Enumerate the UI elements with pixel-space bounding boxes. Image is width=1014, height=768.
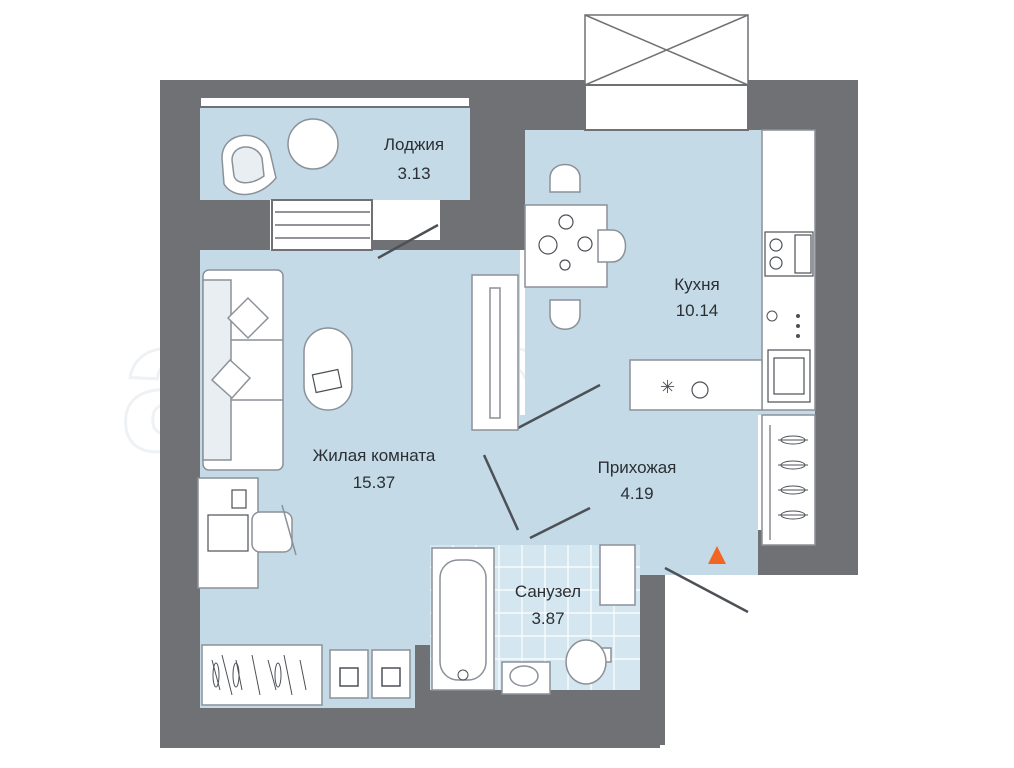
loggia-window — [199, 96, 471, 108]
loggia-name: Лоджия — [384, 135, 444, 154]
living-name: Жилая комната — [313, 446, 436, 465]
fridge-icon: ✳ — [660, 377, 675, 397]
desk-icon — [197, 477, 259, 589]
window-lines — [275, 14, 749, 239]
hall-wardrobe-icon — [761, 414, 816, 546]
walls — [160, 80, 858, 748]
coffee-table-icon — [303, 327, 353, 411]
bathtub-icon — [431, 547, 495, 691]
hanger-icon — [211, 654, 307, 696]
sink-basin-icon — [501, 661, 551, 695]
stove-icon — [764, 231, 814, 277]
living-area: 15.37 — [353, 473, 396, 492]
tv-icon — [471, 274, 519, 431]
chair-icon — [549, 163, 627, 330]
washing-machine-bath-icon — [599, 544, 636, 606]
hob-dots — [766, 310, 800, 338]
kitchen-name: Кухня — [674, 275, 720, 294]
kitchen-area: 10.14 — [676, 301, 719, 320]
laptop-icon — [207, 514, 249, 552]
wardrobe-icon — [201, 644, 323, 706]
hallway-name: Прихожая — [598, 458, 677, 477]
round-table-icon — [287, 118, 339, 170]
dining-table-icon — [524, 204, 608, 288]
sofa-icon — [202, 269, 284, 471]
bathroom-name: Санузел — [515, 582, 581, 601]
washing-machine-icon — [329, 649, 411, 699]
kitchen-window — [584, 84, 749, 131]
entrance-triangle-icon — [708, 546, 726, 564]
doors — [377, 223, 749, 614]
pillow-icon — [210, 296, 270, 400]
hallway-area: 4.19 — [620, 484, 653, 503]
office-chair-icon — [251, 504, 297, 556]
armchair-icon — [221, 134, 277, 196]
sink-icon — [691, 349, 811, 403]
bathroom-area: 3.87 — [531, 609, 564, 628]
loggia-area: 3.13 — [397, 164, 430, 183]
toilet-icon — [565, 639, 612, 685]
